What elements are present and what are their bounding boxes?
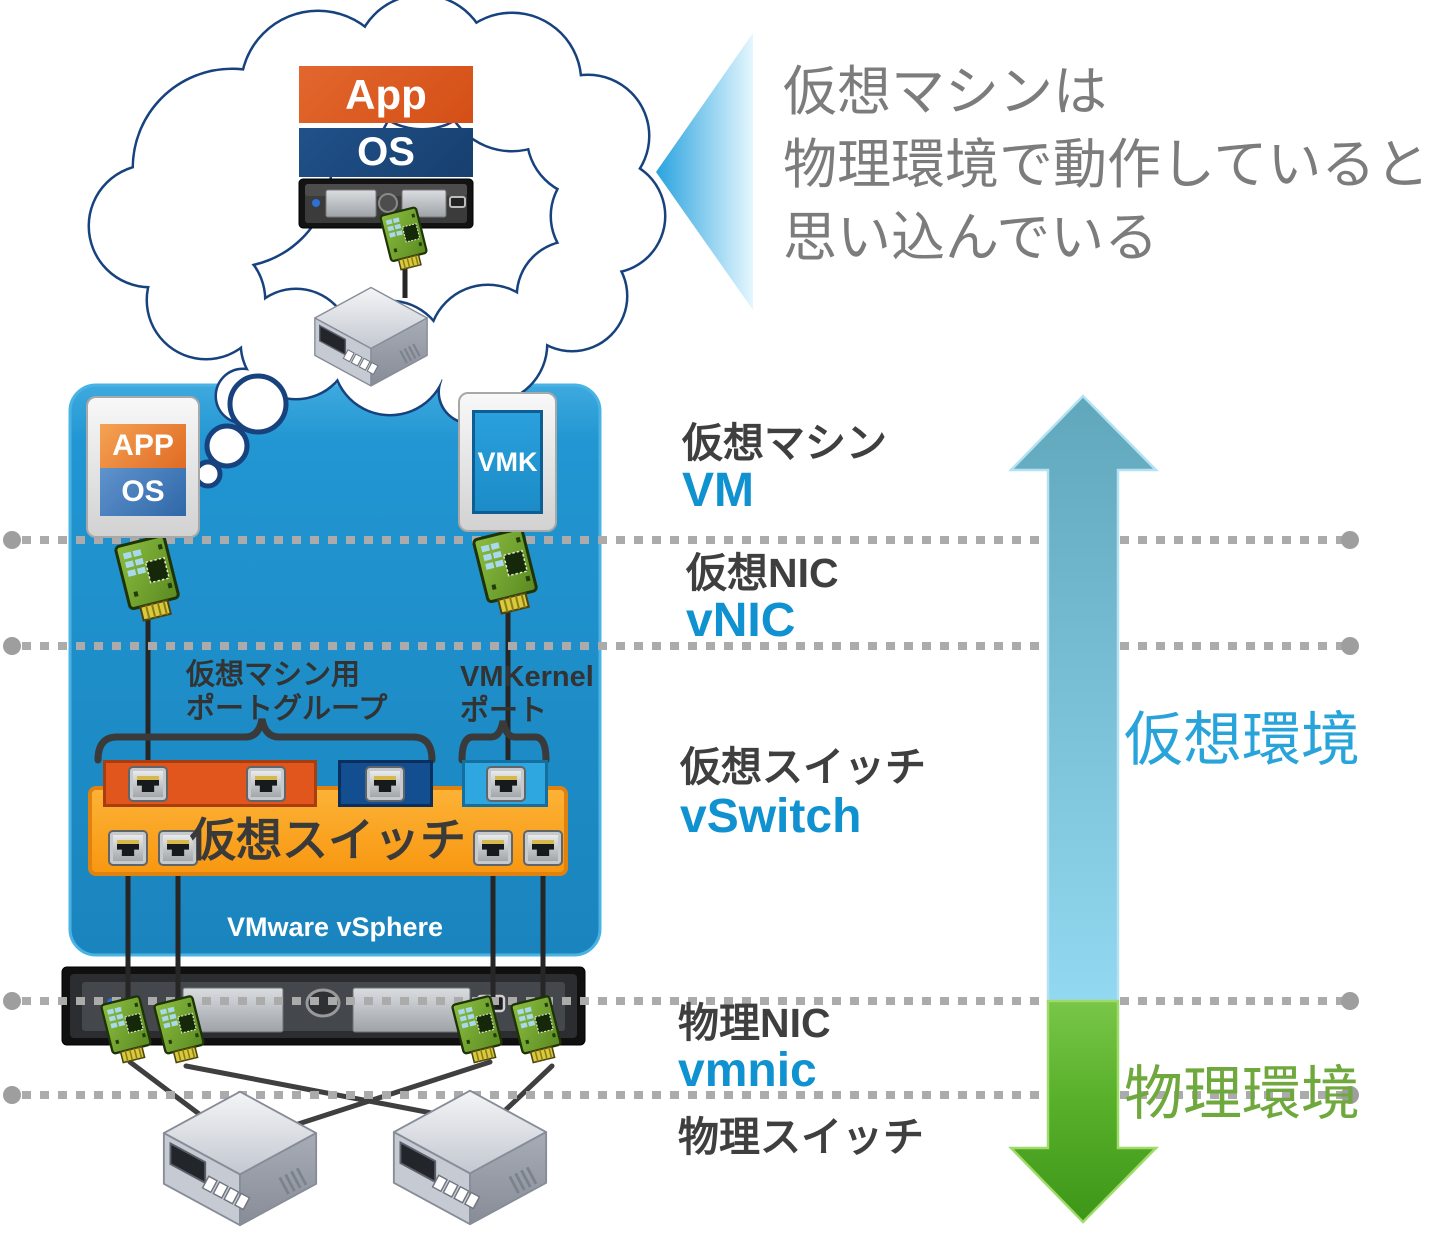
uplink-lines: [125, 850, 546, 1010]
vmkernel-port-label-line2: ポート: [460, 695, 548, 727]
layer-label-pnic-en: vmnic: [678, 1044, 817, 1097]
virtual-physical-axis-arrow: [1008, 394, 1159, 1224]
layer-label-pnic-jp: 物理NIC: [678, 1000, 831, 1046]
vnic-connection-lines: [145, 592, 511, 772]
ethernet-port-icon: [108, 830, 148, 866]
cloud-server-icon: [298, 178, 474, 229]
physical-environment-label: 物理環境: [1124, 1061, 1361, 1127]
ethernet-port-icon: [246, 766, 286, 802]
rj45-jack-icon: [495, 776, 517, 792]
vswitch-bar-label: 仮想スイッチ: [190, 814, 466, 866]
thought-text-line-1: 仮想マシンは: [783, 62, 1107, 122]
cloud-os-box: OS: [299, 128, 473, 177]
port-group-braces: [94, 718, 550, 764]
layer-label-vswitch-en: vSwitch: [680, 790, 862, 843]
cloud-app-box: App: [299, 66, 473, 123]
speech-pointer-triangle: [656, 33, 753, 310]
vsphere-platform-label: VMware vSphere: [226, 912, 444, 942]
rj45-jack-icon: [482, 840, 504, 856]
ethernet-port-icon: [365, 766, 405, 802]
thought-trail-bubbles: [193, 373, 289, 489]
rj45-jack-icon: [532, 840, 554, 856]
rj45-jack-icon: [255, 776, 277, 792]
ethernet-port-icon: [486, 766, 526, 802]
thought-text: 仮想マシンは 物理環境で動作していると 思い込んでいる: [783, 56, 1429, 275]
physical-cabling-lines: [127, 1059, 555, 1150]
virtual-environment-label: 仮想環境: [1124, 707, 1361, 773]
rj45-jack-icon: [374, 776, 396, 792]
thought-text-line-2: 物理環境で動作していると: [783, 135, 1430, 195]
vm-port-group-label-line1: 仮想マシン用: [186, 659, 361, 691]
layer-label-vm-en: VM: [682, 464, 754, 517]
thought-text-line-3: 思い込んでいる: [783, 208, 1159, 268]
layer-label-vswitch-jp: 仮想スイッチ: [680, 744, 926, 790]
layer-label-vnic-en: vNIC: [686, 594, 796, 647]
physical-arrow-down: [1008, 999, 1159, 1224]
rj45-jack-icon: [167, 840, 189, 856]
vm-os-box: OS: [100, 468, 186, 516]
vmkernel-port-label-line1: VMKernel: [460, 661, 594, 693]
layer-label-vnic-jp: 仮想NIC: [686, 550, 839, 596]
vm-app-box: APP: [100, 424, 186, 468]
vm-port-group-label: 仮想マシン用 ポートグループ: [186, 658, 387, 726]
physical-switch-left-icon: [162, 1090, 318, 1227]
vmkernel-port-label: VMKernel ポート: [460, 660, 594, 728]
ethernet-port-icon: [523, 830, 563, 866]
vmkernel-box: VMK: [472, 410, 543, 514]
ethernet-port-icon: [158, 830, 198, 866]
layer-label-pswitch-jp: 物理スイッチ: [678, 1114, 924, 1160]
layer-label-vm-jp: 仮想マシン: [682, 420, 887, 466]
ethernet-port-icon: [473, 830, 513, 866]
rj45-jack-icon: [117, 840, 139, 856]
separator-end-dots: [3, 531, 1359, 1104]
ethernet-port-icon: [128, 766, 168, 802]
rj45-jack-icon: [137, 776, 159, 792]
vm-port-group-label-line2: ポートグループ: [186, 693, 388, 725]
